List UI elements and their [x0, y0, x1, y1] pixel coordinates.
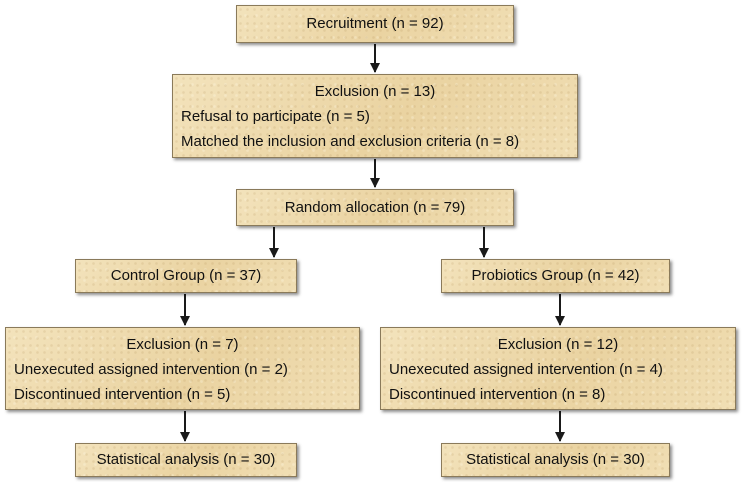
probiotics-group-label: Probiotics Group (n = 42) [471, 267, 640, 284]
exclusion-probiotics-title: Exclusion (n = 12) [497, 336, 619, 353]
analysis-probiotics-label: Statistical analysis (n = 30) [466, 451, 645, 468]
recruitment-label: Recruitment (n = 92) [306, 15, 444, 32]
exclusion-top-title: Exclusion (n = 13) [314, 83, 436, 100]
exclusion-control-item: Discontinued intervention (n = 5) [14, 386, 231, 403]
analysis-probiotics-box: Statistical analysis (n = 30) [441, 443, 670, 477]
control-group-box: Control Group (n = 37) [75, 259, 297, 293]
analysis-control-label: Statistical analysis (n = 30) [96, 451, 276, 468]
probiotics-group-box: Probiotics Group (n = 42) [441, 259, 670, 293]
exclusion-top-item: Matched the inclusion and exclusion crit… [181, 133, 520, 150]
control-group-label: Control Group (n = 37) [110, 267, 262, 284]
random-allocation-label: Random allocation (n = 79) [284, 198, 466, 216]
recruitment-box: Recruitment (n = 92) [236, 5, 514, 43]
exclusion-probiotics-item: Discontinued intervention (n = 8) [389, 386, 606, 403]
exclusion-control-box: Exclusion (n = 7) Unexecuted assigned in… [5, 327, 360, 410]
exclusion-probiotics-box: Exclusion (n = 12) Unexecuted assigned i… [380, 327, 736, 410]
random-allocation-box: Random allocation (n = 79) [236, 189, 514, 226]
exclusion-control-title: Exclusion (n = 7) [126, 336, 239, 353]
analysis-control-box: Statistical analysis (n = 30) [75, 443, 297, 477]
exclusion-top-item: Refusal to participate (n = 5) [181, 108, 370, 125]
exclusion-top-box: Exclusion (n = 13) Refusal to participat… [172, 74, 578, 158]
exclusion-probiotics-item: Unexecuted assigned intervention (n = 4) [389, 361, 663, 378]
exclusion-control-item: Unexecuted assigned intervention (n = 2) [14, 361, 288, 378]
